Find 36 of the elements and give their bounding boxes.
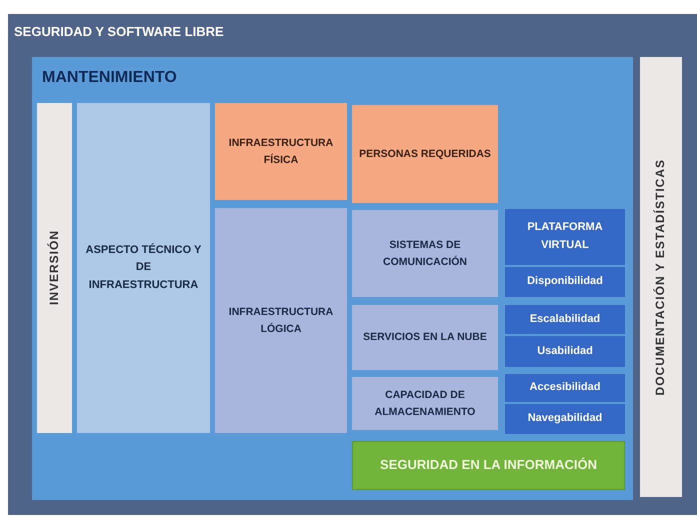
attribute-box — [505, 374, 625, 402]
box-label: Disponibilidad — [526, 274, 604, 290]
box-label: Accesibilidad — [528, 380, 602, 396]
vertical-label: INVERSIÓN — [46, 230, 62, 306]
attribute-box — [505, 267, 625, 297]
box-label: INFRAESTRUCTURA LÓGICA — [228, 304, 334, 336]
box-label: CAPACIDAD DE ALMACENAMIENTO — [374, 388, 476, 420]
process-box — [215, 208, 347, 433]
box-label: PERSONAS REQUERIDAS — [358, 146, 492, 162]
process-box — [77, 103, 210, 433]
attribute-box — [505, 305, 625, 334]
attribute-box — [505, 336, 625, 367]
box-label: PLATAFORMA VIRTUAL — [526, 220, 604, 253]
maintenance-panel — [32, 57, 633, 500]
box-label: SEGURIDAD EN LA INFORMACIÓN — [379, 456, 598, 474]
box-label: SERVICIOS EN LA NUBE — [362, 330, 488, 346]
process-box — [352, 377, 498, 430]
process-box — [352, 305, 498, 370]
box-label: Navegabilidad — [526, 411, 604, 426]
box-label: Usabilidad — [536, 344, 594, 359]
process-box — [352, 210, 498, 297]
outer-panel — [8, 14, 697, 515]
panel-title: MANTENIMIENTO — [42, 68, 177, 88]
label-bar — [37, 103, 72, 433]
attribute-box — [505, 404, 625, 434]
process-box — [352, 441, 625, 490]
box-label: SISTEMAS DE COMUNICACIÓN — [382, 238, 468, 270]
attribute-box — [505, 209, 625, 265]
panel-title: SEGURIDAD Y SOFTWARE LIBRE — [14, 23, 224, 41]
box-label: Escalabilidad — [528, 312, 602, 327]
box-label: INFRAESTRUCTURA FÍSICA — [228, 136, 334, 168]
process-box — [215, 103, 347, 200]
label-bar — [640, 57, 682, 497]
vertical-label: DOCUMENTACIÓN Y ESTADÍSTICAS — [652, 158, 668, 396]
box-label: ASPECTO TÉCNICO Y DE INFRAESTRUCTURA — [84, 242, 202, 293]
process-box — [352, 105, 498, 203]
